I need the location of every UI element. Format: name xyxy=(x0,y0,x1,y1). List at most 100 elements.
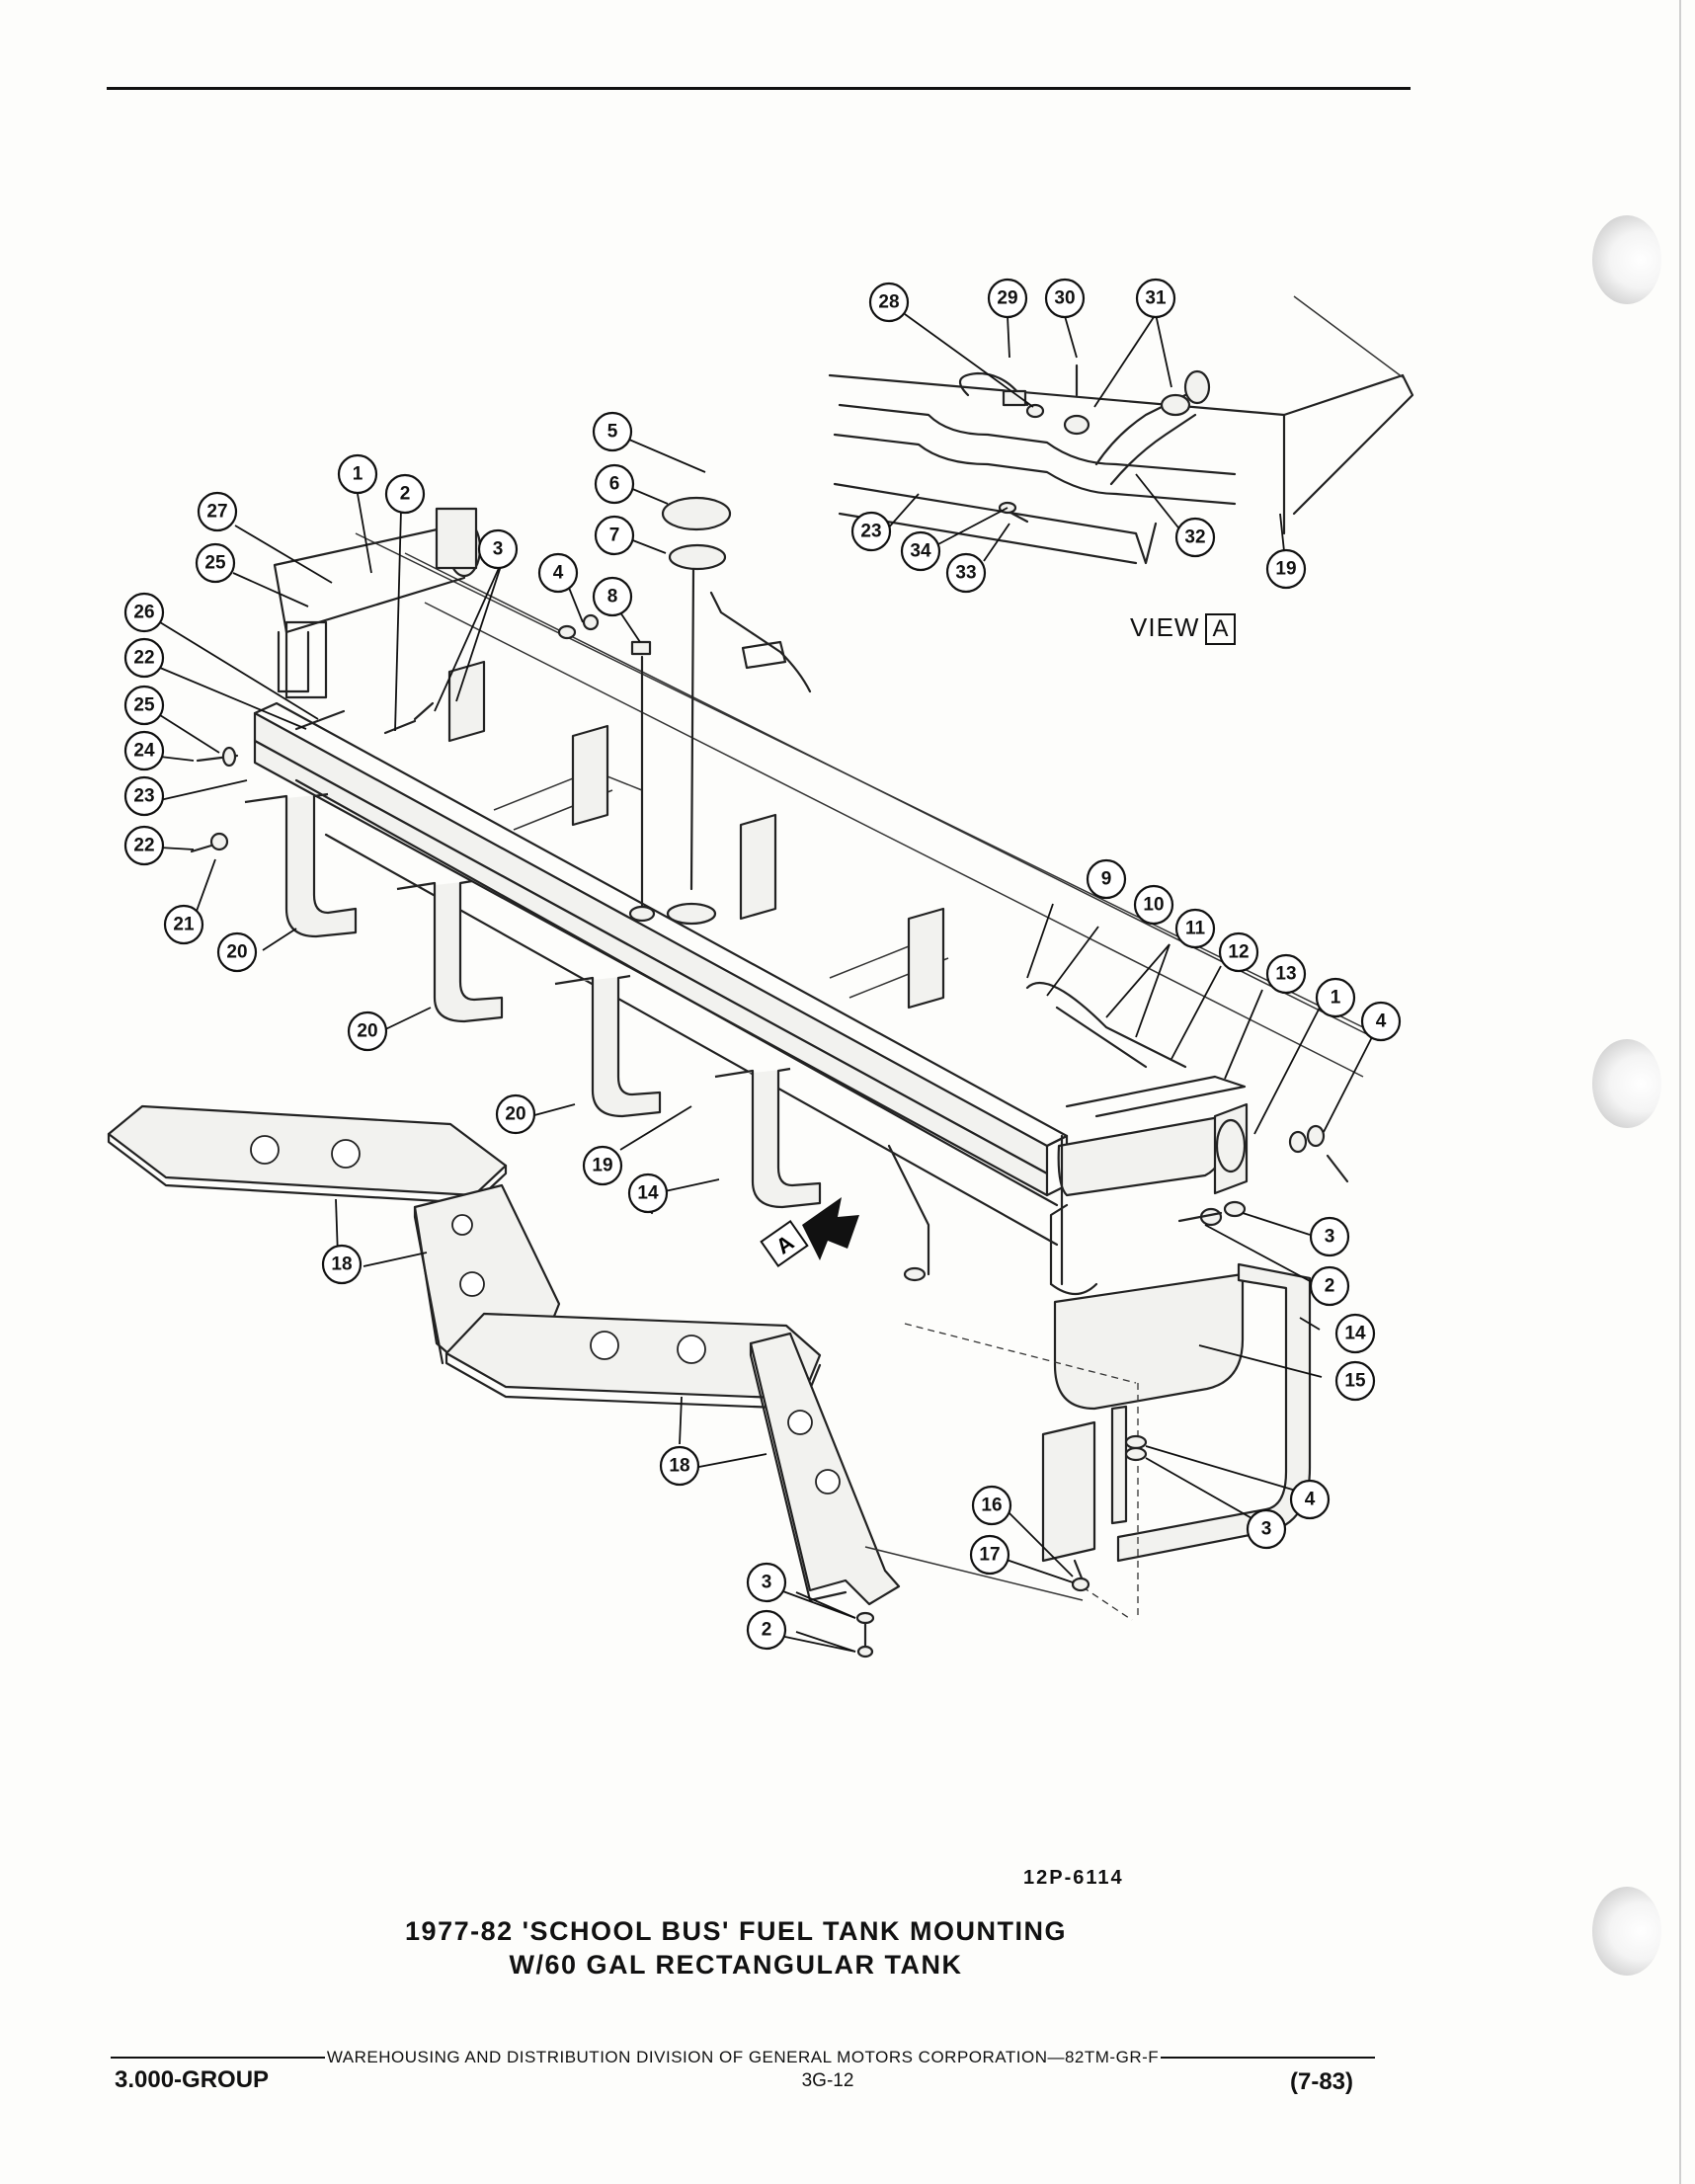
callout-4-right: 4 xyxy=(1360,1001,1402,1042)
callout-9: 9 xyxy=(1086,858,1127,900)
callout-23-view-a: 23 xyxy=(850,511,892,552)
callout-33-text: 33 xyxy=(955,563,976,584)
callout-7-text: 7 xyxy=(609,526,620,546)
callout-27: 27 xyxy=(197,491,238,532)
callout-13: 13 xyxy=(1265,953,1307,995)
callout-18-lower-text: 18 xyxy=(669,1456,689,1477)
callout-3-bottom: 3 xyxy=(1246,1508,1287,1550)
callout-29-text: 29 xyxy=(997,288,1017,309)
footer-date: (7-83) xyxy=(1290,2068,1354,2095)
top-rule xyxy=(107,87,1411,90)
callout-2-lower: 2 xyxy=(746,1609,787,1651)
callout-13-text: 13 xyxy=(1275,964,1296,985)
page-edge xyxy=(1679,0,1681,2184)
view-label-ref: A xyxy=(1205,613,1237,645)
skid-plates xyxy=(107,1104,1084,1658)
callout-10: 10 xyxy=(1133,884,1174,926)
callout-25-lower-text: 25 xyxy=(133,695,155,716)
callout-15: 15 xyxy=(1334,1360,1376,1402)
callout-18-upper-text: 18 xyxy=(331,1254,352,1275)
callout-14-right: 14 xyxy=(1334,1313,1376,1354)
callout-25-lower: 25 xyxy=(123,685,165,726)
callout-30: 30 xyxy=(1044,278,1086,319)
callout-8: 8 xyxy=(592,576,633,617)
view-a-arrow: A xyxy=(760,1197,859,1268)
callout-3: 3 xyxy=(477,528,519,570)
callout-11: 11 xyxy=(1174,908,1216,949)
callout-3-lower-text: 3 xyxy=(762,1573,772,1593)
callout-23-left: 23 xyxy=(123,775,165,817)
callout-16: 16 xyxy=(971,1485,1012,1526)
callout-24-text: 24 xyxy=(133,741,155,762)
callout-3-bottom-text: 3 xyxy=(1261,1519,1272,1540)
view-a-detail xyxy=(828,295,1414,565)
binder-hole-top xyxy=(1592,215,1661,304)
callout-20-c-text: 20 xyxy=(505,1104,525,1125)
callout-4-lower: 4 xyxy=(1289,1479,1331,1520)
footer-group: 3.000-GROUP xyxy=(115,2066,270,2093)
callout-17-text: 17 xyxy=(979,1545,1000,1566)
callout-3-lower: 3 xyxy=(746,1562,787,1603)
callout-27-text: 27 xyxy=(206,502,227,523)
binder-hole-middle xyxy=(1592,1039,1661,1128)
callout-labels: 1 2 3 4 5 6 7 8 27 25 26 22 25 24 23 22 … xyxy=(123,278,1402,1651)
callout-8-text: 8 xyxy=(607,587,618,607)
footer-rule-right xyxy=(1161,2057,1375,2059)
callout-12-text: 12 xyxy=(1228,942,1249,963)
callout-19-view-a: 19 xyxy=(1265,548,1307,590)
callout-2-right: 2 xyxy=(1309,1265,1350,1307)
callout-22-lower-text: 22 xyxy=(133,836,154,856)
callout-12: 12 xyxy=(1218,931,1259,973)
callout-26-text: 26 xyxy=(133,603,154,623)
callout-28: 28 xyxy=(868,282,910,323)
callout-2-lower-text: 2 xyxy=(762,1620,772,1641)
callout-14-left: 14 xyxy=(627,1173,669,1214)
callout-30-text: 30 xyxy=(1054,288,1075,309)
callout-25-upper: 25 xyxy=(195,542,236,584)
callout-11-text: 11 xyxy=(1185,919,1206,939)
callout-21: 21 xyxy=(163,904,204,945)
callout-4-lower-text: 4 xyxy=(1305,1490,1316,1510)
callout-20-c: 20 xyxy=(495,1093,536,1135)
footer-page-number: 3G-12 xyxy=(801,2070,854,2091)
callout-26: 26 xyxy=(123,592,165,633)
callout-9-text: 9 xyxy=(1101,869,1112,890)
callout-33: 33 xyxy=(945,552,987,594)
callout-4: 4 xyxy=(537,552,579,594)
callout-31: 31 xyxy=(1135,278,1176,319)
callout-2: 2 xyxy=(384,473,426,515)
callout-22-upper-text: 22 xyxy=(133,648,154,669)
callout-25-upper-text: 25 xyxy=(204,553,226,574)
callout-16-text: 16 xyxy=(981,1496,1002,1516)
callout-19-lower: 19 xyxy=(582,1145,623,1186)
view-label-text: VIEW xyxy=(1130,612,1200,642)
callout-18-upper: 18 xyxy=(321,1244,363,1285)
callout-24: 24 xyxy=(123,730,165,771)
callout-5: 5 xyxy=(592,411,633,452)
callout-3-right-text: 3 xyxy=(1325,1227,1335,1248)
callout-32: 32 xyxy=(1174,517,1216,558)
footer-division-line: WAREHOUSING AND DISTRIBUTION DIVISION OF… xyxy=(111,2048,1375,2067)
callout-3-text: 3 xyxy=(493,539,504,560)
callout-23-left-text: 23 xyxy=(133,786,154,807)
callout-20-a: 20 xyxy=(216,931,258,973)
callout-10-text: 10 xyxy=(1143,895,1164,916)
callout-5-text: 5 xyxy=(607,422,618,443)
callout-1-right-text: 1 xyxy=(1331,988,1341,1009)
callout-1: 1 xyxy=(337,453,378,495)
leader-lines xyxy=(159,313,1374,1653)
callout-22-upper: 22 xyxy=(123,637,165,679)
callout-29: 29 xyxy=(987,278,1028,319)
callout-4-right-text: 4 xyxy=(1376,1011,1387,1032)
callout-4-text: 4 xyxy=(553,563,564,584)
callout-34-text: 34 xyxy=(910,541,931,562)
binder-hole-bottom xyxy=(1592,1887,1661,1976)
callout-2-right-text: 2 xyxy=(1325,1276,1335,1297)
callout-6-text: 6 xyxy=(609,474,620,495)
callout-3-right: 3 xyxy=(1309,1216,1350,1257)
footer-division-text: WAREHOUSING AND DISTRIBUTION DIVISION OF… xyxy=(326,2048,1160,2066)
figure-title-line-1: 1977-82 'SCHOOL BUS' FUEL TANK MOUNTING xyxy=(405,1916,1067,1946)
